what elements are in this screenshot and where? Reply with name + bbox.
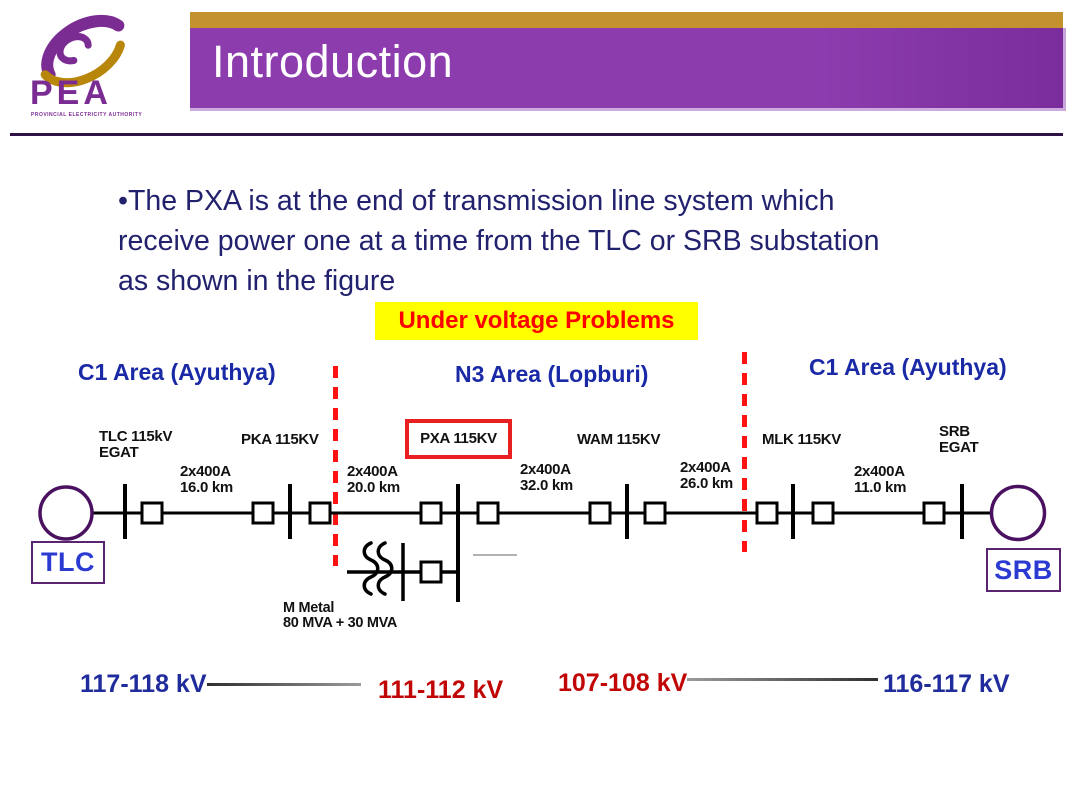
load-name: M Metal	[283, 600, 335, 616]
station-name: TLC 115kV	[99, 428, 173, 445]
breaker-icon	[755, 501, 779, 525]
under-voltage-banner: Under voltage Problems	[375, 302, 698, 340]
area-boundary-dashed-line-left	[333, 366, 338, 566]
segment-length: 11.0 km	[854, 479, 907, 496]
pea-logo-subtitle: PROVINCIAL ELECTRICITY AUTHORITY	[31, 112, 143, 118]
station-name: SRB	[939, 423, 970, 440]
breaker-icon	[811, 501, 835, 525]
segment-label-tlc-pka: 2x400A 16.0 km	[180, 464, 233, 496]
pea-logo-swoosh-icon	[40, 14, 125, 88]
segment-rating: 2x400A	[854, 463, 905, 480]
area-label-n3: N3 Area (Lopburi)	[455, 361, 649, 387]
voltage-connector-line	[687, 678, 878, 681]
intro-paragraph: •The PXA is at the end of transmission l…	[118, 181, 978, 301]
header-purple-bar	[190, 28, 1066, 111]
breaker-icon	[588, 501, 612, 525]
page-title: Introduction	[212, 36, 454, 87]
pxa-highlight-box: PXA 115KV	[405, 419, 512, 459]
header-gold-strip	[190, 12, 1063, 28]
segment-length: 26.0 km	[680, 475, 733, 492]
station-label-pxa: PXA 115KV	[420, 430, 497, 447]
coil-icon	[376, 541, 394, 596]
voltage-reading-tlc: 117-118 kV	[80, 670, 207, 698]
breaker-icon	[643, 501, 667, 525]
segment-rating: 2x400A	[680, 459, 731, 476]
voltage-reading-wam: 107-108 kV	[558, 669, 688, 697]
segment-length: 32.0 km	[520, 477, 573, 494]
tlc-source-box: TLC	[31, 541, 105, 584]
intro-line-1: •The PXA is at the end of transmission l…	[118, 185, 835, 217]
pea-logo-text: PEA	[30, 74, 112, 112]
segment-rating: 2x400A	[347, 463, 398, 480]
station-label-mlk: MLK 115KV	[762, 431, 841, 448]
segment-length: 16.0 km	[180, 479, 233, 496]
coil-icon	[362, 541, 380, 596]
header-divider	[10, 133, 1063, 136]
area-label-c1-right: C1 Area (Ayuthya)	[809, 354, 1007, 380]
tlc-source-circle	[38, 485, 94, 541]
load-label: M Metal 80 MVA + 30 MVA	[283, 601, 397, 631]
station-label-wam: WAM 115KV	[577, 431, 661, 448]
tlc-source-label: TLC	[41, 547, 95, 577]
station-label-tlc: TLC 115kV EGAT	[99, 429, 172, 461]
station-operator: EGAT	[99, 444, 139, 461]
area-label-c1-left: C1 Area (Ayuthya)	[78, 359, 276, 385]
voltage-connector-line	[207, 683, 361, 686]
segment-rating: 2x400A	[520, 461, 571, 478]
intro-line-2: receive power one at a time from the TLC…	[118, 225, 880, 257]
segment-rating: 2x400A	[180, 463, 231, 480]
breaker-icon	[140, 501, 164, 525]
intro-line-3: as shown in the figure	[118, 265, 396, 297]
segment-label-mlk-srb: 2x400A 11.0 km	[854, 464, 906, 496]
segment-label-pxa-wam: 2x400A 32.0 km	[520, 462, 573, 494]
breaker-icon	[251, 501, 275, 525]
voltage-reading-srb: 116-117 kV	[883, 670, 1010, 698]
srb-source-label: SRB	[994, 554, 1053, 585]
station-label-srb: SRB EGAT	[939, 423, 979, 456]
station-operator: EGAT	[939, 439, 979, 456]
segment-label-wam-mlk: 2x400A 26.0 km	[680, 460, 733, 492]
breaker-icon	[476, 501, 500, 525]
srb-source-box: SRB	[986, 548, 1061, 592]
load-rating: 80 MVA + 30 MVA	[283, 615, 398, 631]
breaker-icon	[922, 501, 946, 525]
segment-label-pka-pxa: 2x400A 20.0 km	[347, 464, 400, 496]
breaker-icon	[419, 560, 443, 584]
station-label-pka: PKA 115KV	[241, 431, 319, 448]
voltage-reading-pxa: 111-112 kV	[378, 676, 504, 704]
area-boundary-dashed-line-right	[742, 352, 747, 552]
segment-length: 20.0 km	[347, 479, 400, 496]
breaker-icon	[419, 501, 443, 525]
srb-source-circle	[989, 484, 1047, 542]
under-voltage-banner-text: Under voltage Problems	[398, 307, 675, 334]
breaker-icon	[308, 501, 332, 525]
